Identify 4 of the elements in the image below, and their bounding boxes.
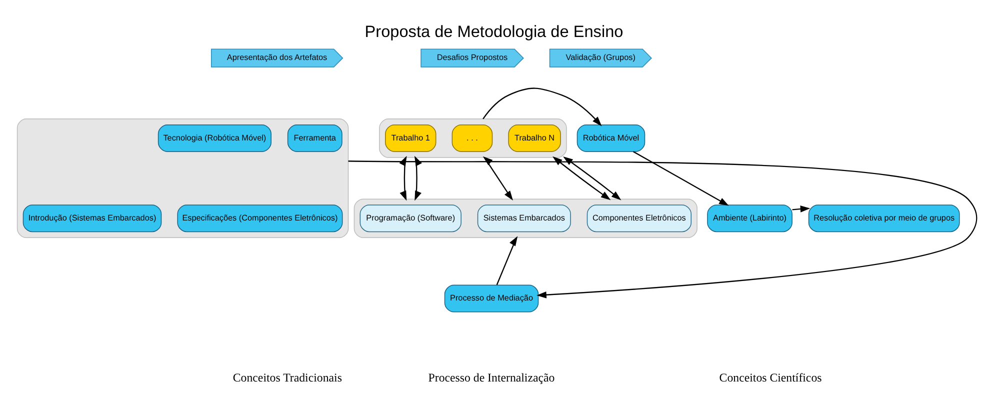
label: Conceitos Científicos <box>719 370 822 384</box>
label: Processo de Internalização <box>428 370 555 384</box>
label: Conceitos Tradicionais <box>232 370 342 384</box>
diagram-title: Proposta de Metodologia de Ensino <box>364 22 624 40</box>
